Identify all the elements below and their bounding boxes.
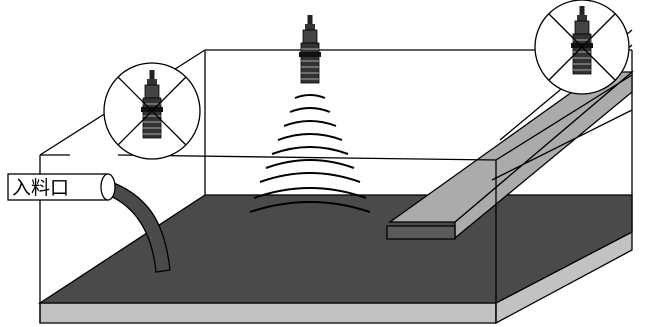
sensor-right [534, 0, 630, 95]
material-surface [37, 194, 633, 304]
ultrasonic-sensor-center-icon [298, 14, 322, 84]
inlet-pipe [7, 173, 109, 201]
material-stream [99, 179, 171, 273]
sensor-center [298, 14, 322, 84]
inlet-pipe-opening [100, 173, 116, 201]
inlet-label: 入料口 [12, 177, 69, 199]
tank-bottom-front [39, 302, 497, 324]
beam [386, 29, 634, 240]
inlet: 入料口 [7, 173, 171, 273]
tank-front-edges [39, 74, 633, 323]
sensor-left [103, 62, 201, 160]
ultrasonic-waves [249, 94, 371, 213]
